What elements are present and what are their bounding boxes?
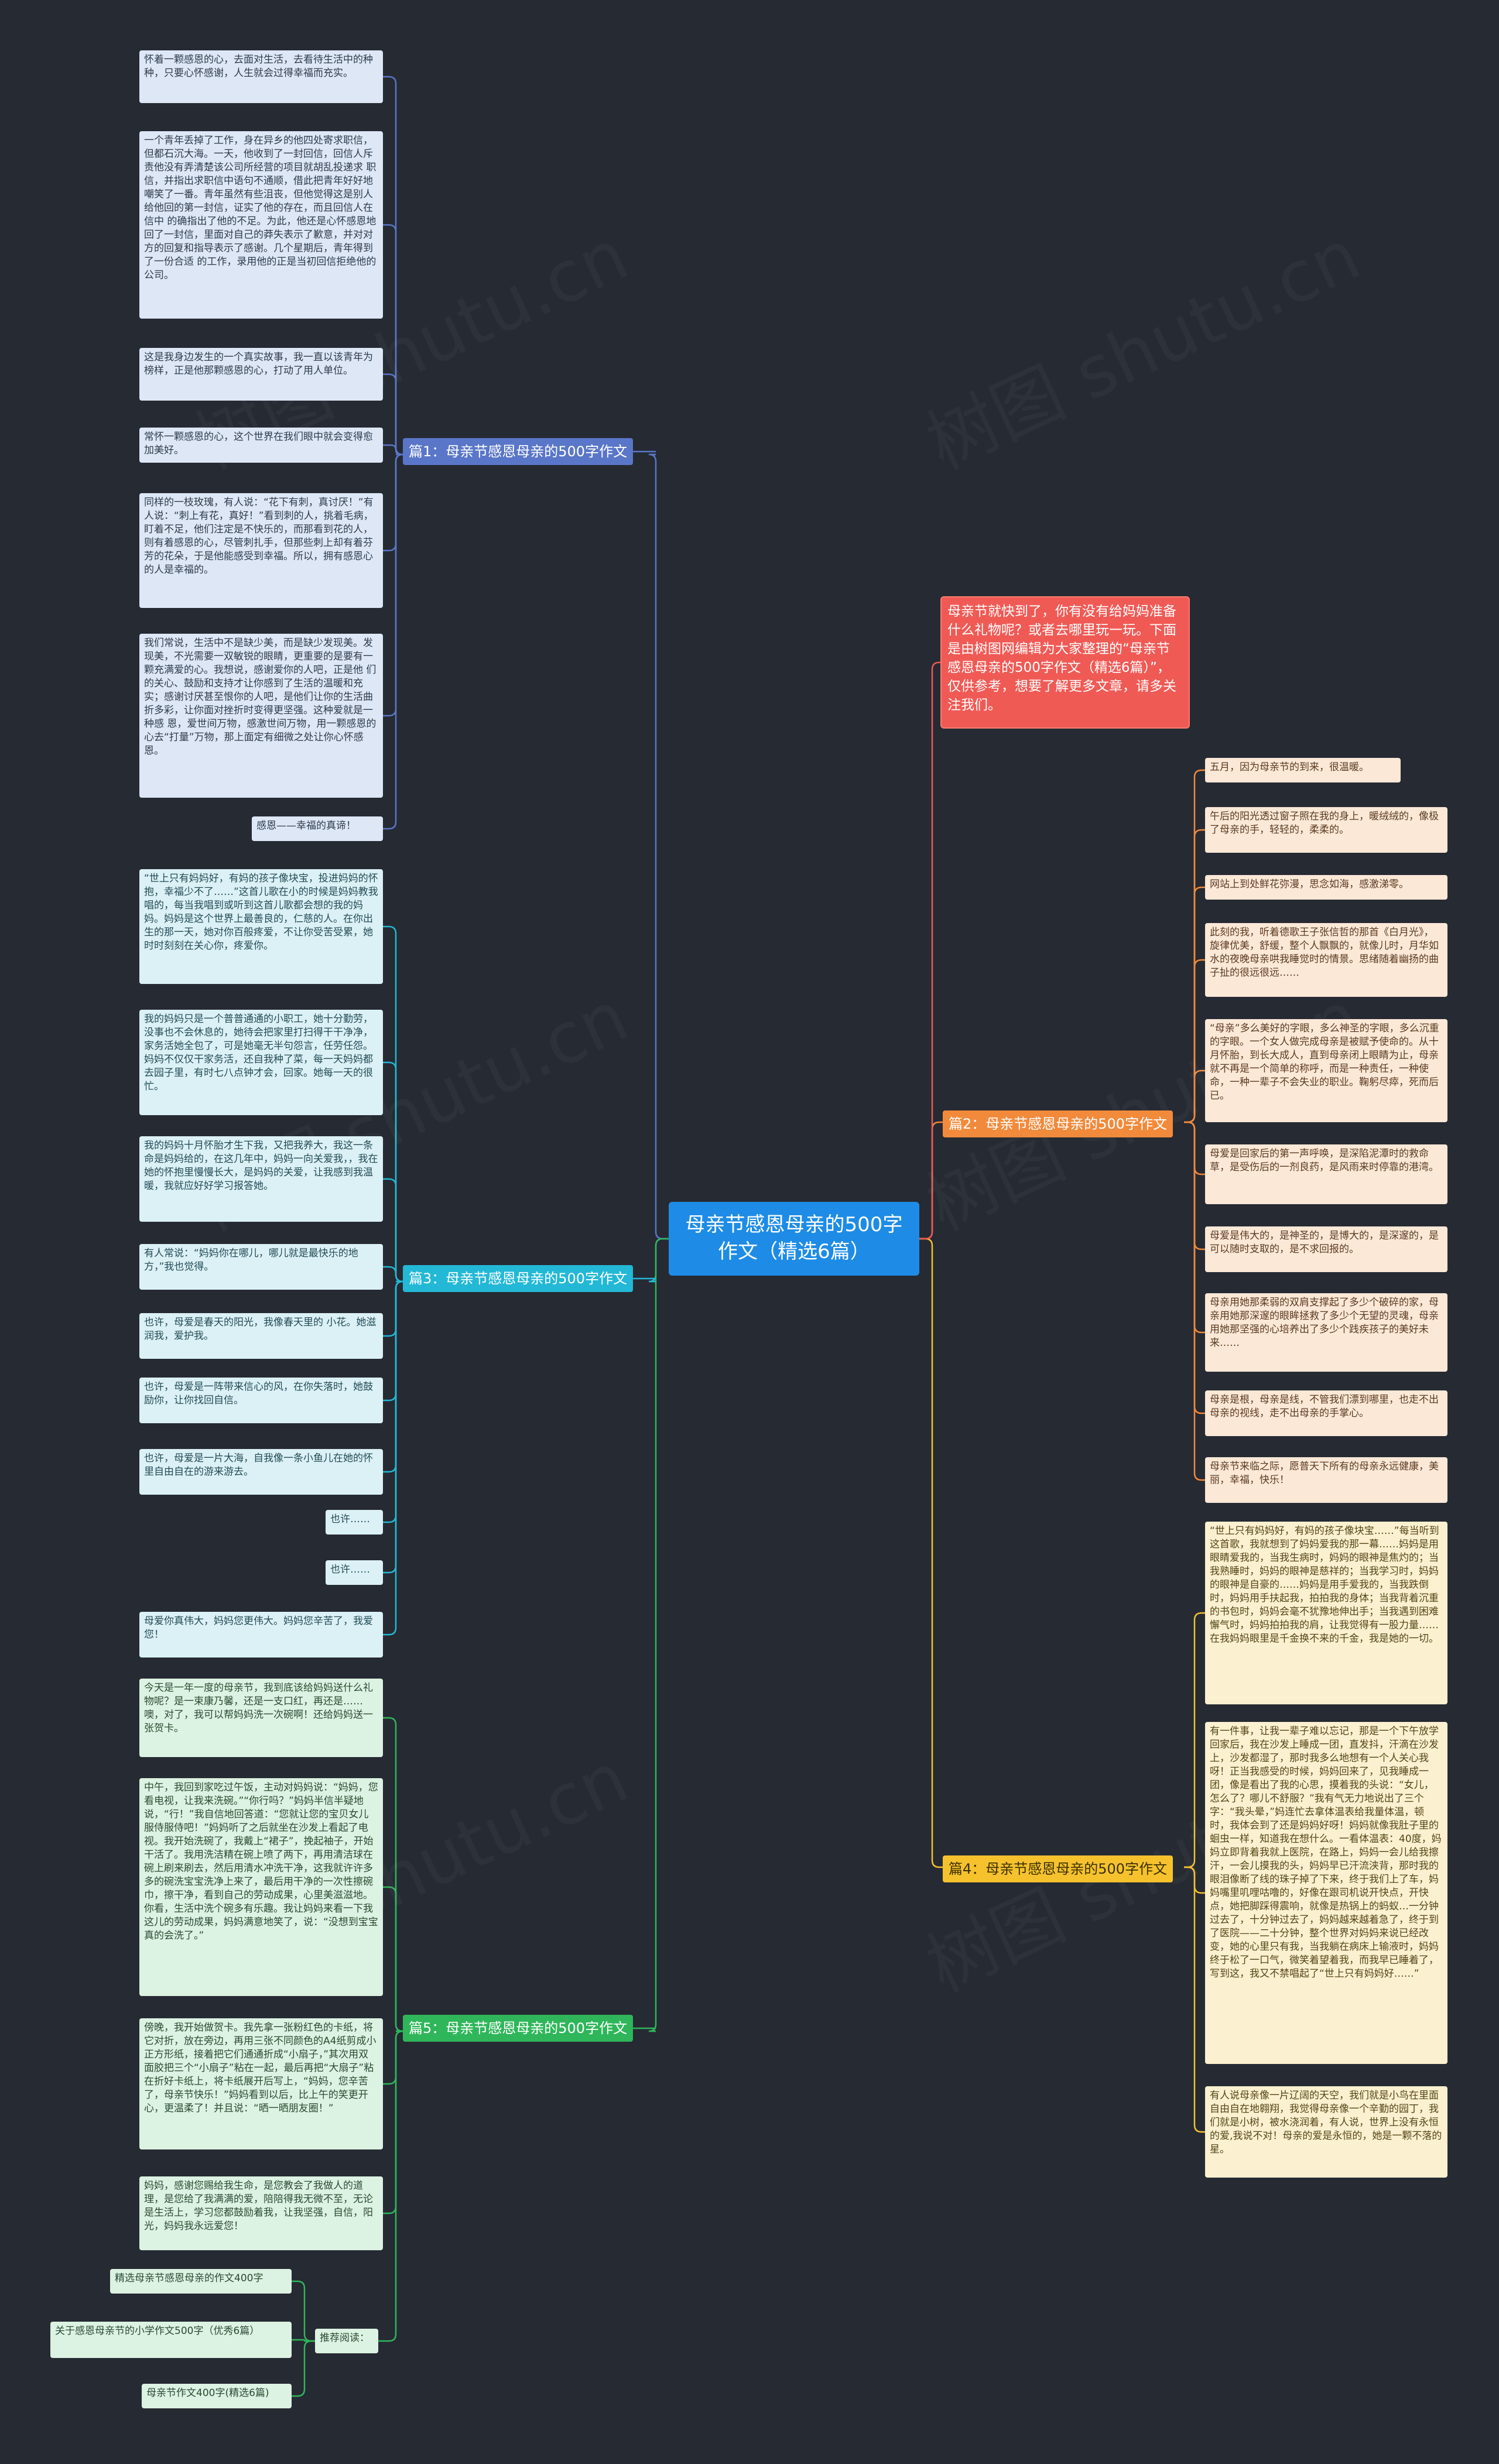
leaf-b5: 妈妈，感谢您赐给我生命，是您教会了我做人的道理，是您给了我满满的爱，陪陪得我无微…: [139, 2176, 383, 2250]
branch-b4[interactable]: 篇4：母亲节感恩母亲的500字作文: [943, 1855, 1173, 1882]
leaf-b3: 有人常说：“妈妈你在哪儿，哪儿就是最快乐的地方，”我也觉得。: [139, 1244, 383, 1290]
leaf-b2: 母爱是回家后的第一声呼唤，是深陷泥潭时的救命草，是受伤后的一剂良药，是风雨来时停…: [1205, 1144, 1447, 1204]
leaf-b5: 今天是一年一度的母亲节，我到底该给妈妈送什么礼物呢？是一束康乃馨，还是一支口红，…: [139, 1679, 383, 1757]
leaf-b2: “母亲”多么美好的字眼，多么神圣的字眼，多么沉重的字眼。一个女人做完成母亲是被赋…: [1205, 1019, 1447, 1122]
connector-line: [648, 453, 669, 1240]
connector-line: [383, 1280, 403, 1402]
leaf-b1: 这是我身边发生的一个真实故事，我一直以该青年为榜样，正是他那颗感恩的心，打动了用…: [139, 348, 383, 401]
connector-line: [1184, 1121, 1205, 1481]
connector-line: [1184, 1612, 1205, 1868]
connector-line: [648, 1238, 669, 1283]
connector-line: [292, 2340, 315, 2397]
leaf-b1: 我们常说，生活中不是缺少美，而是缺少发现美。发现美，不光需要一双敏锐的眼睛，更重…: [139, 634, 383, 798]
connector-line: [383, 453, 403, 830]
leaf-b1: 怀着一颗感恩的心，去面对生活，去看待生活中的种种，只要心怀感谢，人生就会过得幸福…: [139, 50, 383, 103]
leaf-b1: 感恩——幸福的真谛！: [252, 816, 383, 841]
leaf-b2: 母亲节来临之际，愿普天下所有的母亲永远健康，美丽，幸福，快乐！: [1205, 1457, 1447, 1503]
leaf-b1: 同样的一枝玫瑰，有人说：“花下有刺，真讨厌！”有人说：“刺上有花，真好！”看到刺…: [139, 493, 383, 608]
connector-line: [1184, 1069, 1205, 1123]
connector-line: [383, 224, 403, 456]
connector-line: [383, 76, 403, 456]
connector-line: [383, 373, 403, 456]
leaf-b3: 也许，母爱是一阵带来信心的风，在你失落时，她鼓励你，让你找回自信。: [139, 1378, 383, 1423]
branch-b1[interactable]: 篇1：母亲节感恩母亲的500字作文: [403, 438, 634, 465]
connector-line: [383, 444, 403, 456]
recommend-label: 推荐阅读：: [315, 2329, 378, 2353]
leaf-b4: 有人说母亲像一片辽阔的天空，我们就是小鸟在里面自由自在地翱翔，我觉得母亲像一个辛…: [1205, 2086, 1447, 2178]
recommend-link[interactable]: 精选母亲节感恩母亲的作文400字: [110, 2269, 292, 2294]
leaf-b4: 有一件事，让我一辈子难以忘记，那是一个下午放学回家后，我在沙发上睡成一团，直发抖…: [1205, 1722, 1447, 2064]
leaf-b4: “世上只有妈妈好，有妈的孩子像块宝……”每当听到这首歌，我就想到了妈妈爱我的那一…: [1205, 1522, 1447, 1704]
leaf-b3: 也许，母爱是一片大海，自我像一条小鱼儿在她的怀里自由自在的游来游去。: [139, 1449, 383, 1495]
leaf-b2: 五月，因为母亲节的到来，很温暖。: [1205, 758, 1401, 782]
connector-line: [383, 1280, 403, 1523]
connector-line: [1184, 1866, 1205, 2133]
leaf-b3: 也许，母爱是春天的阳光，我像春天里的 小花。她滋润我，爱护我。: [139, 1313, 383, 1359]
leaf-b5: 傍晚，我开始做贺卡。我先拿一张粉红色的卡纸，将它对折，放在旁边，再用三张不同颜色…: [139, 2018, 383, 2149]
leaf-b2: 网站上到处鲜花弥漫，思念如海，感激涕零。: [1205, 875, 1447, 900]
branch-b2[interactable]: 篇2：母亲节感恩母亲的500字作文: [943, 1110, 1173, 1137]
connector-line: [919, 661, 940, 1240]
connector-line: [383, 1886, 403, 2032]
leaf-b2: 母亲是根，母亲是线，不管我们漂到哪里，也走不出母亲的视线，走不出母亲的手掌心。: [1205, 1390, 1447, 1436]
leaf-b5: 中午，我回到家吃过午饭，主动对妈妈说：“妈妈，您看电视，让我来洗碗。”“你行吗？…: [139, 1778, 383, 1996]
connector-line: [383, 1280, 403, 1337]
leaf-b3: 我的妈妈十月怀胎才生下我，又把我养大，我这一条命是妈妈给的，在这几年中，妈妈一向…: [139, 1136, 383, 1222]
center-topic: 母亲节感恩母亲的500字作文（精选6篇）: [669, 1202, 919, 1276]
branch-b3[interactable]: 篇3：母亲节感恩母亲的500字作文: [403, 1265, 634, 1292]
leaf-b2: 母爱是伟大的，是神圣的，是博大的，是深邃的，是可以随时支取的，是不求回报的。: [1205, 1226, 1447, 1272]
connector-line: [292, 2339, 315, 2342]
branch-b5[interactable]: 篇5：母亲节感恩母亲的500字作文: [403, 2015, 634, 2042]
connector-line: [383, 1266, 403, 1283]
connector-line: [383, 453, 403, 717]
leaf-b2: 此刻的我，听着德歌王子张信哲的那首《白月光》，旋律优美，舒缓，整个人飘飘的，就像…: [1205, 923, 1447, 997]
connector-line: [383, 2030, 403, 2085]
connector-line: [383, 1061, 403, 1283]
leaf-b1: 常怀一颗感恩的心，这个世界在我们眼中就会变得愈加美好。: [139, 428, 383, 463]
leaf-b3: “世上只有妈妈好，有妈的孩子像块宝，投进妈妈的怀抱，幸福少不了……”这首儿歌在小…: [139, 869, 383, 984]
connector-line: [292, 2280, 315, 2342]
connector-line: [919, 1121, 943, 1240]
connector-line: [919, 1238, 943, 1868]
leaf-b1: 一个青年丢掉了工作，身在异乡的他四处寄求职信，但都石沉大海。一天，他收到了一封回…: [139, 131, 383, 319]
recommend-link[interactable]: 关于感恩母亲节的小学作文500字（优秀6篇）: [50, 2322, 292, 2358]
connector-line: [383, 1280, 403, 1636]
leaf-b2: 午后的阳光透过窗子照在我的身上，暖绒绒的，像极了母亲的手，轻轻的，柔柔的。: [1205, 807, 1447, 853]
connector-line: [383, 1717, 403, 2032]
connector-line: [383, 1280, 403, 1574]
leaf-b3: 我的妈妈只是一个普普通通的小职工，她十分勤劳，没事也不会休息的，她待会把家里打扫…: [139, 1010, 383, 1115]
connector-line: [383, 2030, 403, 2214]
connector-line: [383, 1280, 403, 1473]
connector-line: [383, 925, 403, 1283]
recommend-link[interactable]: 母亲节作文400字(精选6篇): [142, 2384, 292, 2408]
leaf-b2: 母亲用她那柔弱的双肩支撑起了多少个破碎的家，母亲用她那深邃的眼眸拯救了多少个无望…: [1205, 1293, 1447, 1372]
connector-line: [648, 1238, 669, 2032]
connector-line: [383, 453, 403, 552]
intro-note: 母亲节就快到了，你有没有给妈妈准备什么礼物呢？或者去哪里玩一玩。下面是由树图网编…: [940, 596, 1190, 729]
leaf-b3: 母爱你真伟大，妈妈您更伟大。妈妈您辛苦了，我爱您！: [139, 1612, 383, 1658]
leaf-b3: 也许……: [326, 1510, 383, 1535]
leaf-b3: 也许……: [326, 1560, 383, 1585]
